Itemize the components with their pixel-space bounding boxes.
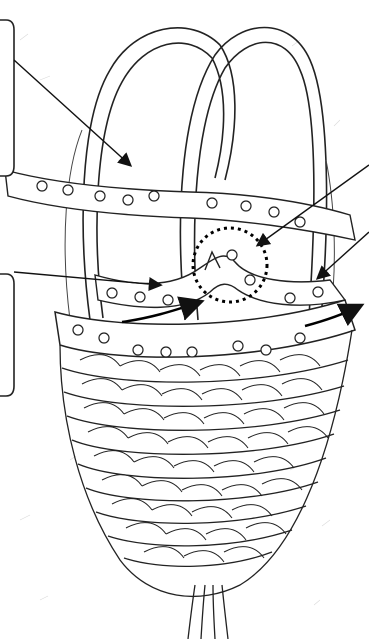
basket-woven-body [60, 330, 352, 596]
tail-strands [188, 585, 228, 639]
leader-lines [14, 60, 369, 285]
dotted-ribbon-middle [95, 250, 345, 307]
callout-box-lower [0, 274, 14, 396]
callout-boxes [0, 20, 14, 396]
callout-box-upper [0, 20, 14, 176]
leader-line-upper-left [14, 60, 130, 165]
leader-line-lower-left [14, 272, 160, 285]
